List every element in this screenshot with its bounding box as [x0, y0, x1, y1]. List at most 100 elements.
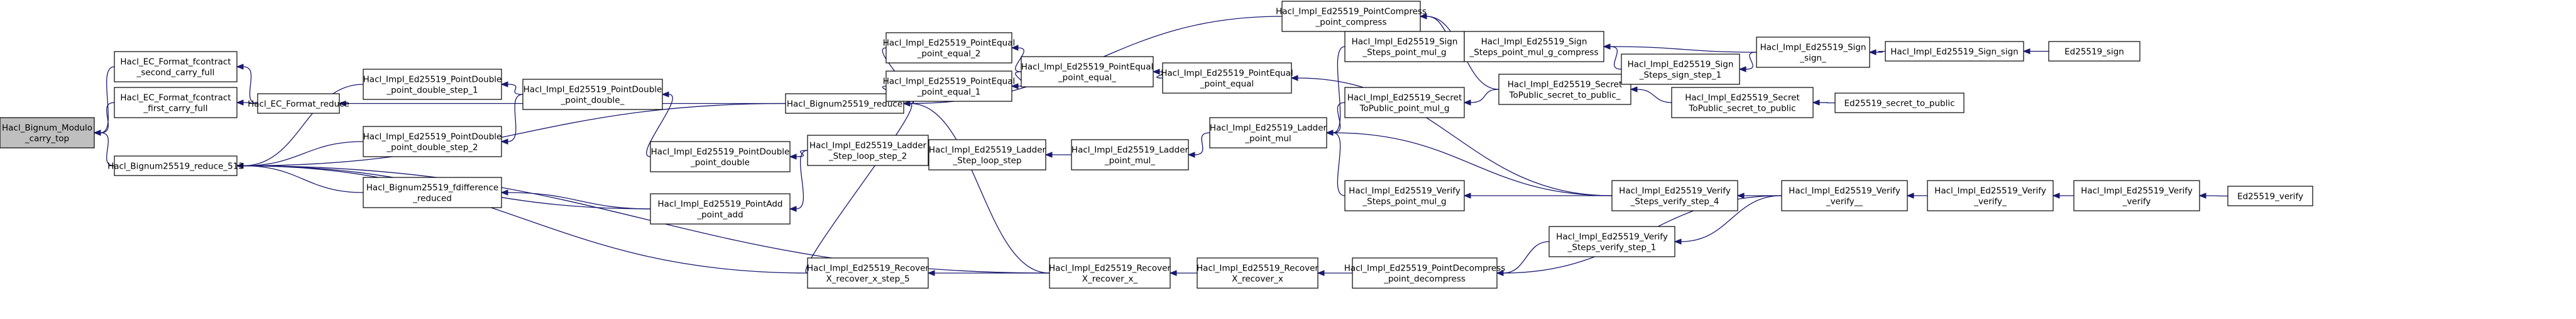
graph-edge	[1812, 99, 1836, 106]
graph-node[interactable]: Ed25519_verify	[2227, 186, 2313, 206]
graph-node[interactable]: Hacl_Impl_Ed25519_PointAdd_point_add	[650, 193, 791, 225]
node-box	[650, 193, 791, 225]
edge-line	[1194, 132, 1210, 155]
graph-edge	[1463, 193, 1612, 199]
node-label: _point_equal_2	[917, 49, 981, 59]
node-label: Hacl_Impl_Ed25519_Ladder	[1210, 123, 1327, 133]
edge-arrowhead	[1674, 238, 1682, 245]
graph-node[interactable]: Hacl_Impl_Ed25519_Ladder_Step_loop_step	[928, 139, 1046, 171]
graph-node[interactable]: Hacl_Impl_Ed25519_Verify_verify_	[1927, 180, 2054, 211]
graph-node[interactable]: Hacl_Impl_Ed25519_PointEqual_point_equal	[1161, 62, 1293, 94]
graph-node[interactable]: Hacl_EC_Format_fcontract_second_carry_fu…	[114, 51, 238, 82]
graph-edge	[1630, 86, 1672, 103]
graph-node[interactable]: Hacl_Bignum25519_fdifference_reduced	[363, 177, 502, 208]
edge-line	[1332, 132, 1346, 196]
graph-node[interactable]: Hacl_Impl_Ed25519_RecoverX_recover_x_ste…	[807, 257, 929, 289]
node-box	[1209, 117, 1327, 148]
graph-node[interactable]: Hacl_Impl_Ed25519_Verify_Steps_point_mul…	[1344, 180, 1465, 211]
graph-node[interactable]: Ed25519_sign	[2048, 41, 2140, 62]
graph-node[interactable]: Hacl_Impl_Ed25519_Sign_sign	[1885, 41, 2024, 62]
node-box	[1021, 56, 1154, 87]
node-label: _Steps_point_mul_g	[1362, 197, 1446, 207]
edge-line	[243, 165, 364, 193]
node-label: Hacl_Impl_Ed25519_PointDouble	[523, 85, 662, 95]
edge-line	[507, 84, 523, 95]
graph-edge	[236, 64, 258, 104]
graph-edge	[1325, 46, 1346, 136]
node-box	[785, 93, 904, 114]
graph-node[interactable]: Hacl_Impl_Ed25519_Sign_Steps_point_mul_g	[1344, 31, 1465, 62]
graph-node[interactable]: Hacl_Impl_Ed25519_Verify_verify__	[1781, 180, 1908, 211]
graph-node[interactable]: Ed25519_secret_to_public	[1834, 92, 1965, 113]
graph-node[interactable]: Hacl_Impl_Ed25519_Sign_Steps_sign_step_1	[1621, 53, 1740, 85]
edge-line	[805, 103, 913, 274]
edge-line	[909, 103, 1050, 274]
graph-edge	[1603, 43, 1757, 53]
graph-node[interactable]: Hacl_Impl_Ed25519_PointDouble_point_doub…	[650, 141, 791, 172]
graph-node[interactable]: Hacl_Impl_Ed25519_PointCompress_point_co…	[1276, 1, 1427, 32]
graph-node[interactable]: Hacl_Impl_Ed25519_SecretToPublic_point_m…	[1344, 87, 1465, 118]
node-box	[1548, 226, 1675, 257]
node-box	[885, 70, 1012, 102]
edge-arrowhead	[2198, 193, 2206, 199]
node-label: ToPublic_point_mul_g	[1359, 104, 1450, 114]
graph-edge	[1325, 130, 1346, 196]
node-label: _first_carry_full	[143, 104, 208, 114]
graph-node[interactable]: Hacl_Impl_Ed25519_Verify_verify	[2073, 180, 2200, 211]
node-label: Hacl_Impl_Ed25519_Verify	[1556, 232, 1668, 242]
edge-arrowhead	[236, 64, 244, 70]
node-label: _point_compress	[1315, 18, 1387, 28]
graph-node[interactable]: Hacl_EC_Format_reduce	[248, 93, 349, 114]
node-label: Hacl_Impl_Ed25519_Sign_sign	[1890, 47, 2018, 57]
graph-edge	[927, 270, 1050, 276]
node-label: ToPublic_secret_to_public_	[1509, 91, 1621, 101]
node-label: _point_add	[696, 210, 743, 220]
graph-edge	[93, 66, 115, 136]
graph-node[interactable]: Hacl_Impl_Ed25519_Sign_sign_	[1756, 36, 1870, 68]
graph-node[interactable]: Hacl_Impl_Ed25519_PointEqual_point_equal…	[1021, 56, 1154, 87]
graph-node[interactable]: Hacl_Impl_Ed25519_PointDouble_point_doub…	[363, 69, 502, 100]
graph-node[interactable]: Hacl_EC_Format_fcontract_first_carry_ful…	[114, 87, 238, 118]
node-box	[1071, 139, 1189, 171]
node-label: _point_double_step_1	[386, 86, 478, 96]
graph-node[interactable]: Hacl_Impl_Ed25519_Verify_Steps_verify_st…	[1548, 226, 1675, 257]
edge-arrowhead	[1630, 86, 1638, 92]
graph-node[interactable]: Hacl_Impl_Ed25519_PointDouble_point_doub…	[363, 126, 502, 157]
graph-node[interactable]: Hacl_Impl_Ed25519_Ladder_Step_loop_step_…	[807, 135, 929, 166]
graph-node[interactable]: Hacl_Impl_Ed25519_PointDouble_point_doub…	[522, 79, 663, 110]
edge-arrowhead	[902, 100, 911, 107]
edge-line	[243, 66, 258, 104]
edge-arrowhead	[1152, 69, 1160, 75]
graph-node[interactable]: Hacl_Impl_Ed25519_SecretToPublic_secret_…	[1498, 74, 1631, 105]
graph-node[interactable]: Hacl_Impl_Ed25519_PointEqual_point_equal…	[883, 32, 1016, 64]
edge-line	[100, 66, 115, 133]
node-label: Hacl_Impl_Ed25519_PointDouble	[651, 147, 790, 157]
graph-node[interactable]: Hacl_Impl_Ed25519_PointEqual_point_equal…	[883, 70, 1016, 102]
edge-line	[243, 103, 786, 167]
node-label: Hacl_Impl_Ed25519_Sign	[1760, 43, 1866, 53]
graph-node-root[interactable]: Hacl_Bignum_Modulo_carry_top	[0, 117, 95, 148]
graph-edge	[236, 162, 1050, 274]
edge-arrowhead	[789, 154, 797, 160]
node-label: _point_mul_	[1104, 156, 1155, 166]
node-label: Hacl_Impl_Ed25519_PointDouble	[363, 132, 502, 142]
graph-node[interactable]: Hacl_Impl_Ed25519_Ladder_point_mul_	[1071, 139, 1189, 171]
node-label: _Steps_point_mul_g	[1362, 48, 1446, 58]
graph-node[interactable]: Hacl_Bignum25519_reduce_513	[107, 155, 244, 176]
graph-node[interactable]: Hacl_Impl_Ed25519_Sign_Steps_point_mul_g…	[1464, 31, 1604, 62]
graph-node[interactable]: Hacl_Impl_Ed25519_Verify_Steps_verify_st…	[1611, 180, 1738, 211]
graph-node[interactable]: Hacl_Bignum25519_reduce	[785, 93, 904, 114]
node-box	[1464, 31, 1604, 62]
node-label: Hacl_Impl_Ed25519_Ladder	[1072, 145, 1189, 155]
node-box	[363, 126, 502, 157]
graph-node[interactable]: Hacl_Impl_Ed25519_Ladder_point_mul	[1209, 117, 1327, 148]
graph-node[interactable]: Hacl_Impl_Ed25519_PointDecompress_point_…	[1344, 257, 1506, 289]
node-label: _Steps_verify_step_1	[1567, 243, 1657, 253]
edge-arrowhead	[1868, 49, 1877, 55]
graph-node[interactable]: Hacl_Impl_Ed25519_SecretToPublic_secret_…	[1671, 87, 1814, 118]
edge-arrowhead	[1317, 270, 1325, 276]
edge-arrowhead	[1419, 13, 1427, 20]
node-box	[2048, 41, 2140, 62]
